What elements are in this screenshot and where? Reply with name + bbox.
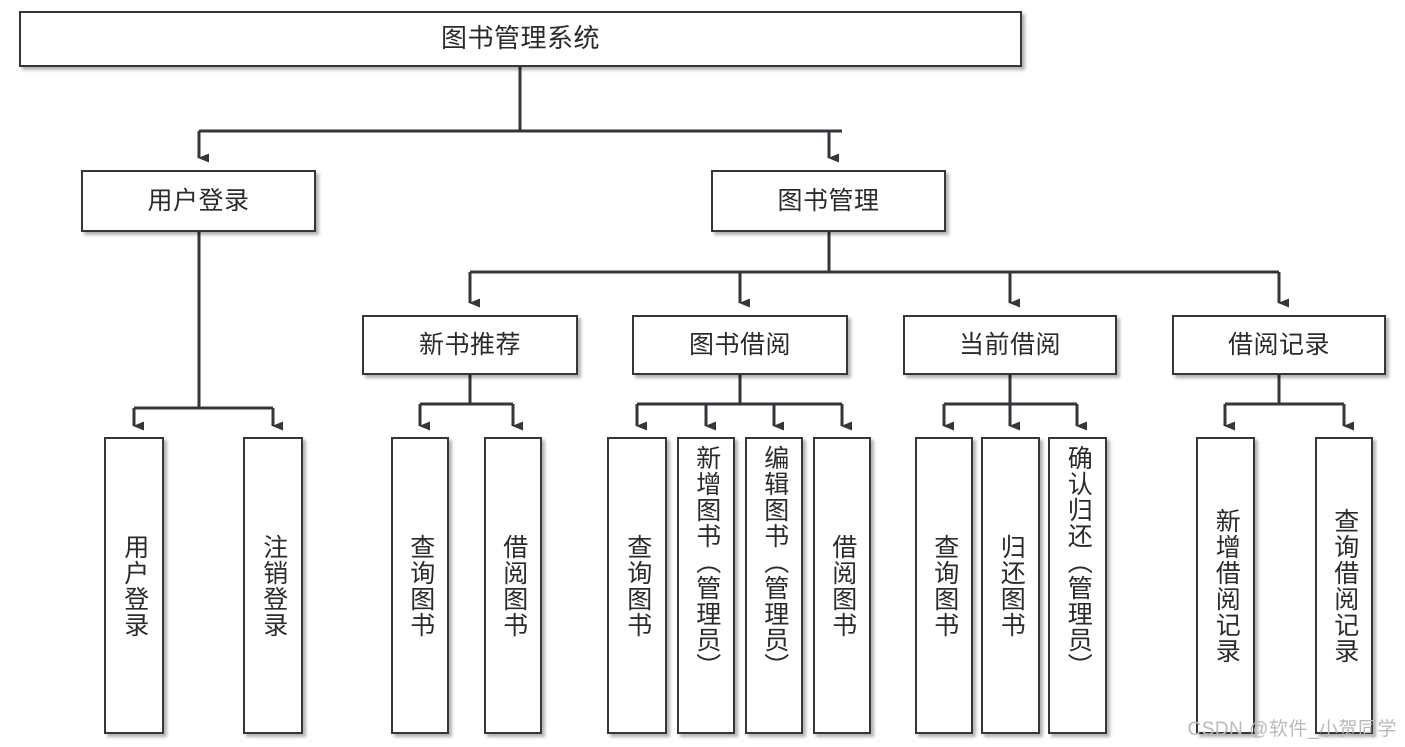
- node-label: 图书管理: [777, 187, 880, 215]
- node-label: 查询借阅记录: [1330, 507, 1359, 664]
- node-label: 注销登录: [259, 533, 288, 638]
- node-root-book-management-system[interactable]: 图书管理系统: [19, 11, 1022, 67]
- node-label: 新书推荐: [418, 331, 521, 359]
- node-book-borrowing[interactable]: 图书借阅: [632, 315, 848, 375]
- leaf-new-books-borrow-book[interactable]: 借阅图书: [484, 437, 542, 734]
- leaf-records-add-record[interactable]: 新增借阅记录: [1196, 437, 1255, 734]
- node-label: 用户登录: [147, 187, 250, 215]
- node-label: 借阅图书: [828, 533, 857, 638]
- leaf-user-login-login[interactable]: 用户登录: [104, 437, 164, 734]
- node-label: 当前借阅: [958, 331, 1061, 359]
- node-label: 借阅图书: [499, 533, 528, 638]
- node-label: 用户登录: [120, 533, 149, 638]
- leaf-current-confirm-return-admin[interactable]: 确认归还（管理员）: [1048, 437, 1107, 734]
- node-label: 归还图书: [997, 533, 1026, 638]
- node-label: 查询图书: [623, 533, 652, 638]
- node-label: 新增借阅记录: [1212, 507, 1241, 664]
- node-label: 新增图书（管理员）: [692, 445, 721, 679]
- node-label: 图书管理系统: [440, 23, 600, 54]
- leaf-borrow-query-book[interactable]: 查询图书: [607, 437, 667, 734]
- leaf-records-query-record[interactable]: 查询借阅记录: [1315, 437, 1373, 734]
- node-book-management[interactable]: 图书管理: [711, 170, 946, 232]
- node-new-book-recommendation[interactable]: 新书推荐: [362, 315, 578, 375]
- leaf-borrow-add-book-admin[interactable]: 新增图书（管理员）: [677, 437, 735, 734]
- node-label: 查询图书: [406, 533, 435, 638]
- node-label: 借阅记录: [1227, 331, 1330, 359]
- node-label: 编辑图书（管理员）: [760, 445, 789, 679]
- leaf-borrow-edit-book-admin[interactable]: 编辑图书（管理员）: [745, 437, 803, 734]
- leaf-borrow-borrow-book[interactable]: 借阅图书: [813, 437, 871, 734]
- node-label: 图书借阅: [688, 331, 791, 359]
- csdn-watermark: CSDN @软件_小贺同学: [1187, 719, 1397, 740]
- node-borrowing-records[interactable]: 借阅记录: [1172, 315, 1386, 375]
- leaf-new-books-query-book[interactable]: 查询图书: [391, 437, 449, 734]
- leaf-current-query-book[interactable]: 查询图书: [915, 437, 973, 734]
- node-label: 查询图书: [930, 533, 959, 638]
- node-label: 确认归还（管理员）: [1064, 445, 1093, 679]
- node-current-borrowing[interactable]: 当前借阅: [903, 315, 1117, 375]
- leaf-current-return-book[interactable]: 归还图书: [981, 437, 1040, 734]
- leaf-user-login-logout[interactable]: 注销登录: [243, 437, 303, 734]
- node-user-login[interactable]: 用户登录: [81, 170, 316, 232]
